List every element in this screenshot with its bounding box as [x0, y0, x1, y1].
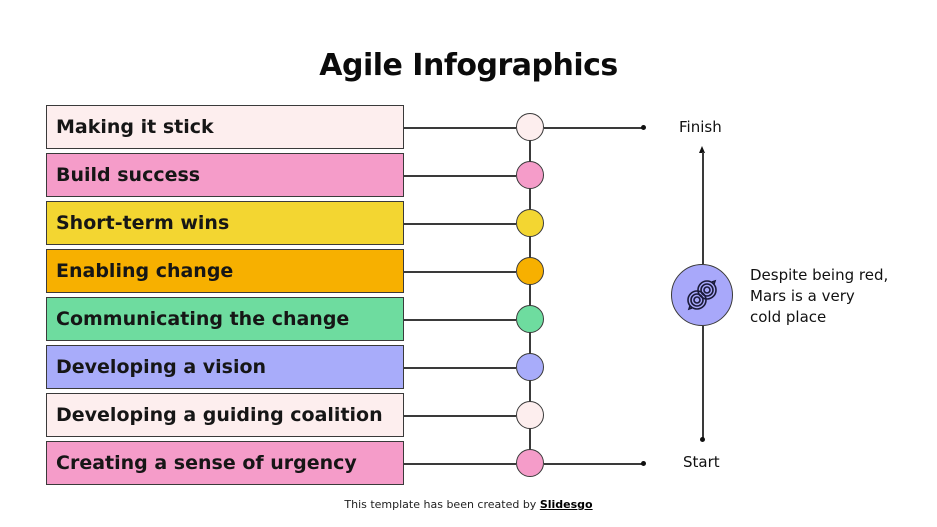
- step-label: Making it stick: [56, 116, 214, 138]
- node-circle: [516, 161, 544, 189]
- footer-prefix: This template has been created by: [344, 498, 540, 511]
- connector-line: [404, 127, 516, 129]
- timeline-axis-top: [702, 152, 704, 264]
- finish-line: [544, 127, 644, 129]
- connector-line: [404, 367, 516, 369]
- connector-line: [404, 463, 516, 465]
- connector-line: [404, 415, 516, 417]
- step-label: Build success: [56, 164, 201, 186]
- connector-line: [404, 175, 516, 177]
- timeline-axis-bottom: [702, 326, 704, 438]
- node-circle: [516, 401, 544, 429]
- node-circle: [516, 209, 544, 237]
- step-label: Short-term wins: [56, 212, 230, 234]
- step-label: Creating a sense of urgency: [56, 452, 357, 474]
- start-dot: [641, 461, 646, 466]
- step-developing-a-vision: Developing a vision: [46, 345, 404, 389]
- node-circle: [516, 257, 544, 285]
- node-circle: [516, 113, 544, 141]
- gears-cycle-icon: [671, 264, 733, 326]
- step-label: Developing a vision: [56, 356, 267, 378]
- step-developing-guiding-coalition: Developing a guiding coalition: [46, 393, 404, 437]
- step-communicating-the-change: Communicating the change: [46, 297, 404, 341]
- footer-credit: This template has been created by Slides…: [0, 498, 937, 511]
- node-circle: [516, 353, 544, 381]
- footer-brand-link[interactable]: Slidesgo: [539, 498, 593, 511]
- node-circle: [516, 305, 544, 333]
- page-title: Agile Infographics: [319, 48, 618, 83]
- step-short-term-wins: Short-term wins: [46, 201, 404, 245]
- step-making-it-stick: Making it stick: [46, 105, 404, 149]
- finish-label: Finish: [679, 118, 722, 136]
- connector-line: [404, 319, 516, 321]
- timeline-description: Despite being red, Mars is a very cold p…: [750, 266, 889, 326]
- step-creating-sense-of-urgency: Creating a sense of urgency: [46, 441, 404, 485]
- node-spine: [529, 128, 531, 464]
- start-label: Start: [683, 453, 720, 471]
- finish-dot: [641, 125, 646, 130]
- step-label: Enabling change: [56, 260, 234, 282]
- start-line: [544, 463, 644, 465]
- step-label: Communicating the change: [56, 308, 350, 330]
- step-build-success: Build success: [46, 153, 404, 197]
- node-circle: [516, 449, 544, 477]
- timeline-start-dot: [700, 437, 705, 442]
- connector-line: [404, 223, 516, 225]
- connector-line: [404, 271, 516, 273]
- step-label: Developing a guiding coalition: [56, 404, 383, 426]
- step-enabling-change: Enabling change: [46, 249, 404, 293]
- arrow-up-icon: [699, 146, 705, 153]
